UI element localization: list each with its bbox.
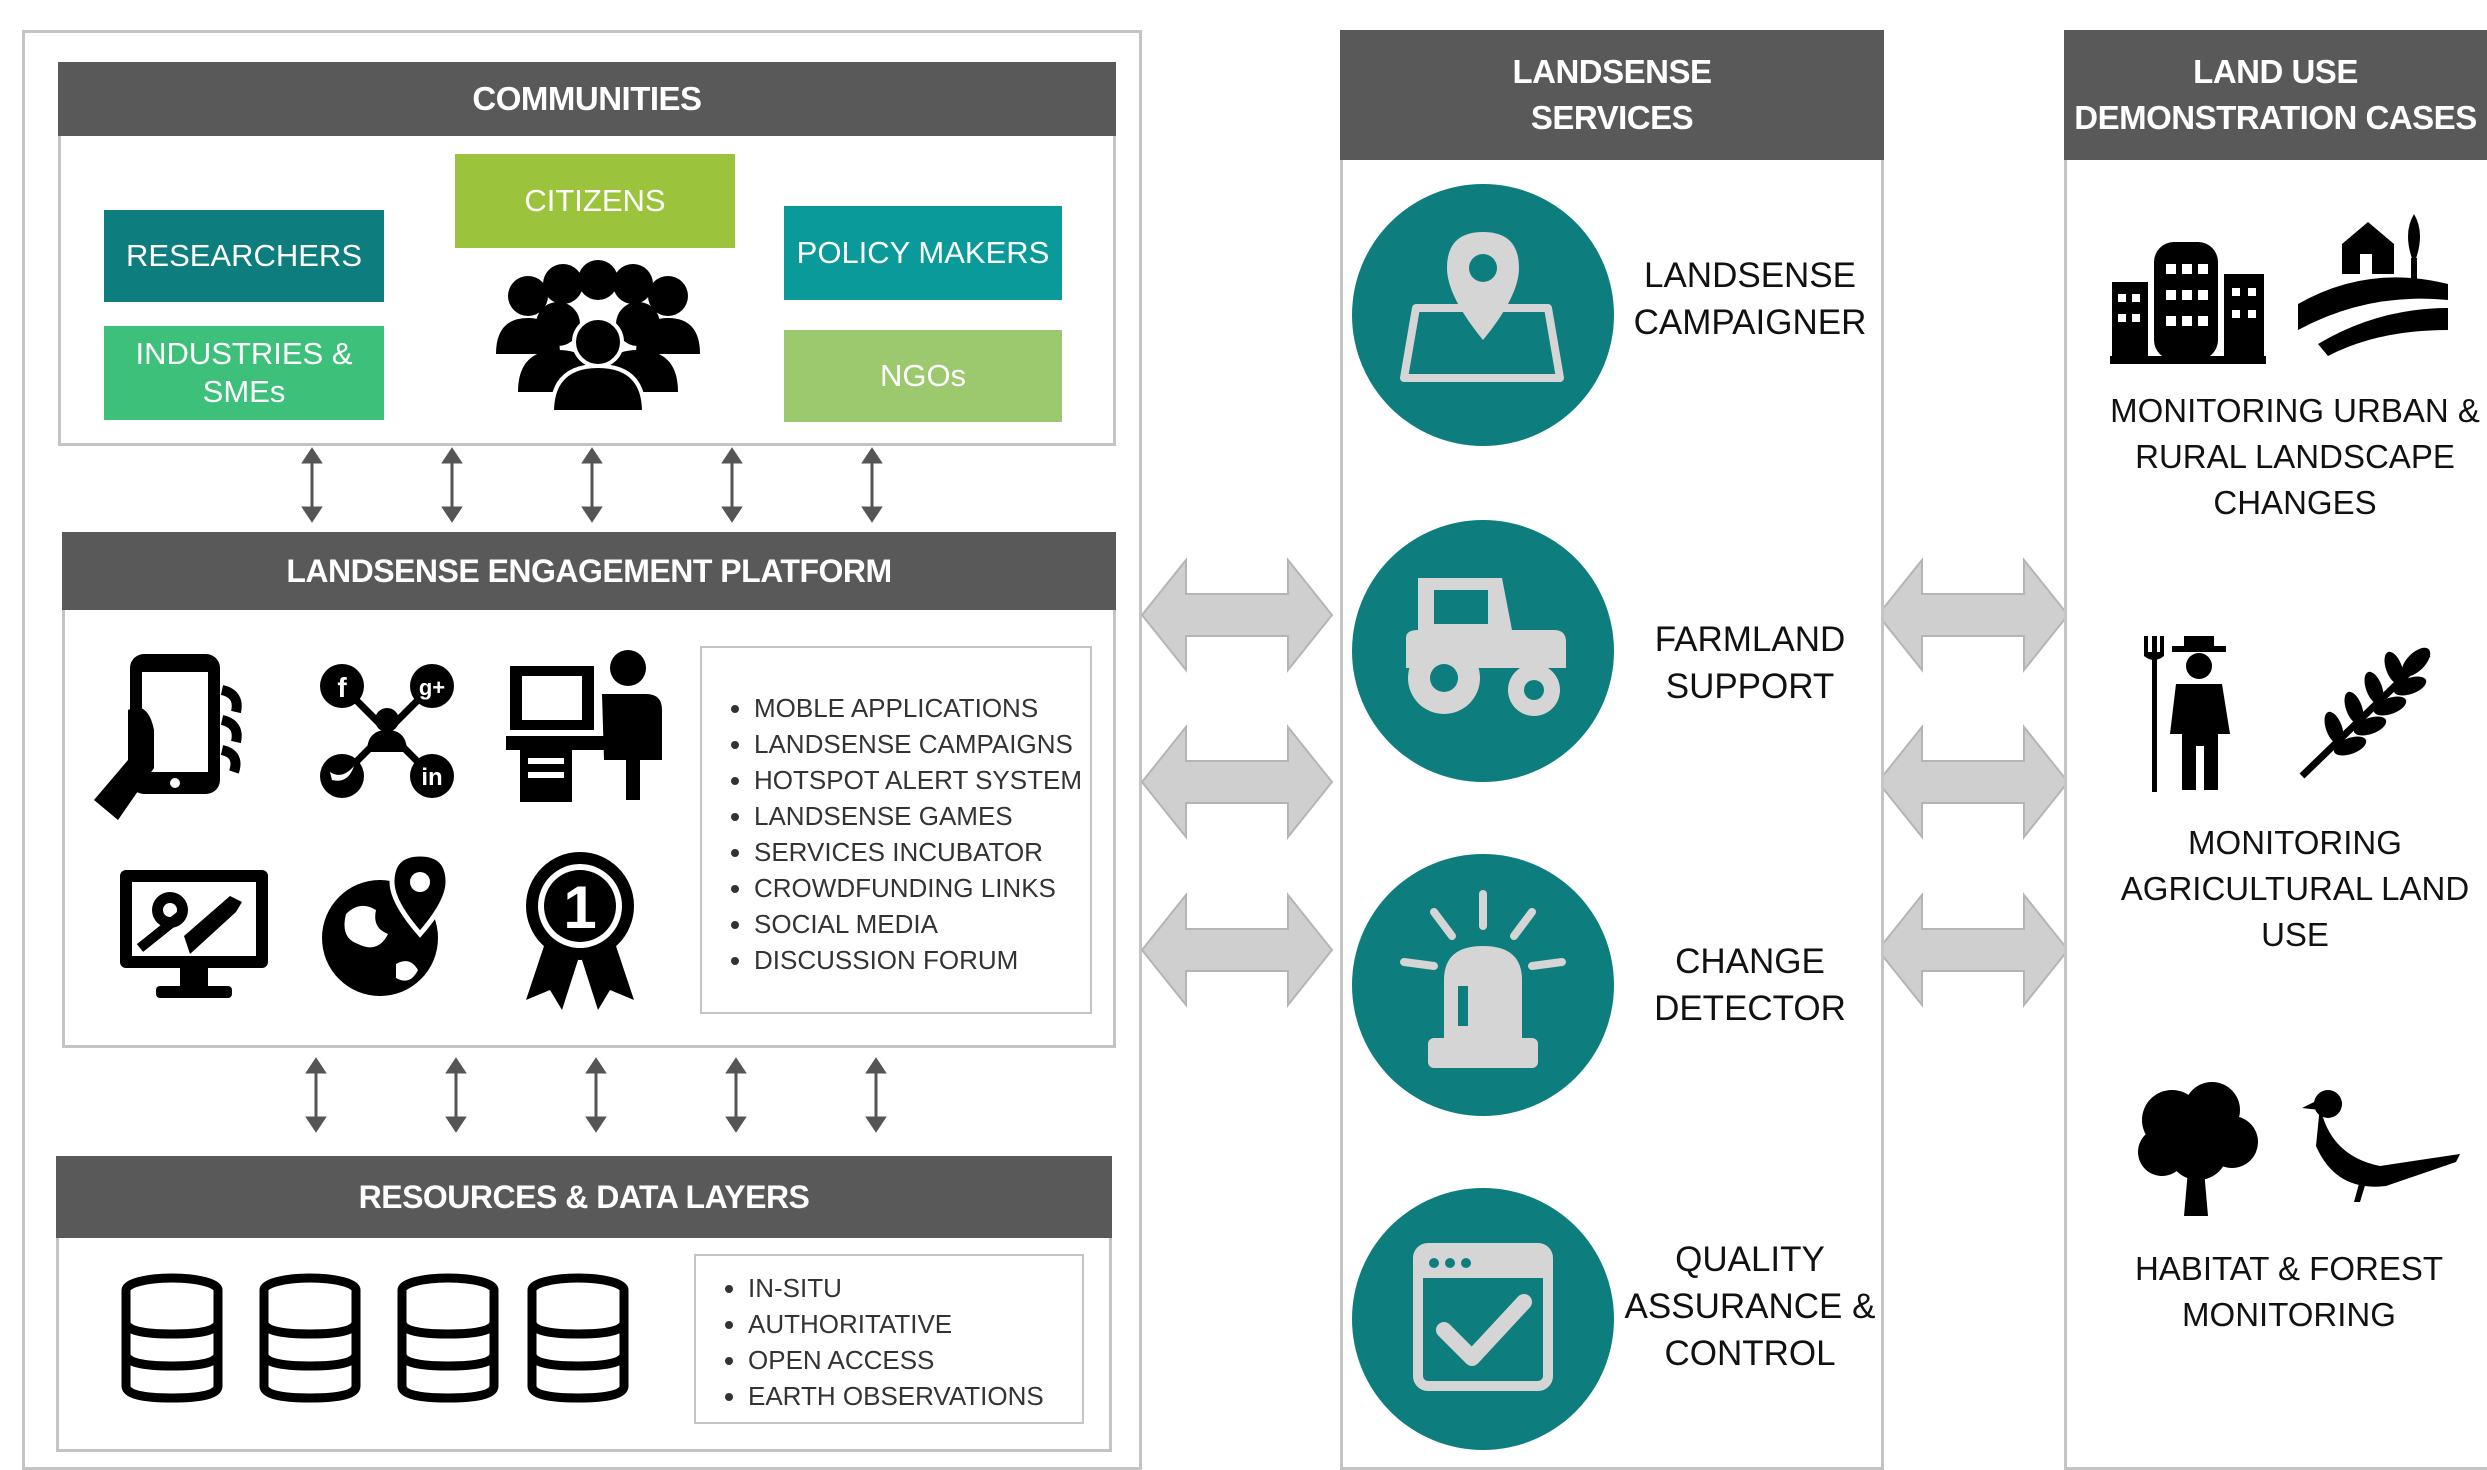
list-item: DISCUSSION FORUM bbox=[754, 942, 1090, 978]
cases-title-line2: DEMONSTRATION CASES bbox=[2074, 99, 2477, 136]
service-label-farmland: FARMLAND SUPPORT bbox=[1610, 616, 1890, 710]
service-label-line: DETECTOR bbox=[1654, 989, 1846, 1028]
rural-house-icon bbox=[2298, 214, 2448, 356]
alarm-light-icon bbox=[1400, 890, 1566, 1068]
vertical-arrows-bottom bbox=[305, 1057, 887, 1133]
tractor-icon bbox=[1406, 578, 1566, 716]
list-item: SOCIAL MEDIA bbox=[754, 906, 1090, 942]
case-label-habitat: HABITAT & FOREST MONITORING bbox=[2084, 1246, 2487, 1338]
citizens-label: CITIZENS bbox=[524, 183, 666, 218]
platform-title: LANDSENSE ENGAGEMENT PLATFORM bbox=[286, 552, 892, 589]
list-item: HOTSPOT ALERT SYSTEM bbox=[754, 762, 1090, 798]
service-label-line: QUALITY bbox=[1675, 1240, 1825, 1279]
database-icon bbox=[397, 1273, 499, 1403]
people-group-icon bbox=[496, 260, 700, 414]
service-label-line: CHANGE bbox=[1675, 942, 1825, 981]
wheat-icon bbox=[2299, 647, 2431, 779]
industries-label-line1: INDUSTRIES & bbox=[135, 336, 353, 371]
svg-text:in: in bbox=[421, 764, 442, 791]
service-label-line: CONTROL bbox=[1664, 1334, 1836, 1373]
map-pin-icon bbox=[1400, 232, 1564, 382]
list-item: EARTH OBSERVATIONS bbox=[748, 1378, 1082, 1414]
case-label-line: MONITORING URBAN & bbox=[2110, 392, 2480, 429]
list-item: IN-SITU bbox=[748, 1270, 1082, 1306]
monitor-tools-icon bbox=[120, 870, 268, 998]
tree-icon bbox=[2138, 1082, 2258, 1216]
case-label-line: CHANGES bbox=[2213, 484, 2377, 521]
list-item: LANDSENSE CAMPAIGNS bbox=[754, 726, 1090, 762]
researchers-label: RESEARCHERS bbox=[126, 238, 362, 273]
case-label-line: AGRICULTURAL LAND USE bbox=[2120, 870, 2470, 953]
list-item: AUTHORITATIVE bbox=[748, 1306, 1082, 1342]
services-header: LANDSENSE SERVICES bbox=[1340, 30, 1884, 160]
case-label-agricultural: MONITORING AGRICULTURAL LAND USE bbox=[2090, 820, 2487, 958]
services-title-line1: LANDSENSE bbox=[1512, 53, 1712, 90]
service-label-campaigner: LANDSENSE CAMPAIGNER bbox=[1610, 252, 1890, 346]
database-icon bbox=[121, 1273, 223, 1403]
service-label-line: CAMPAIGNER bbox=[1633, 303, 1867, 342]
double-arrows-right bbox=[1876, 557, 2070, 1008]
list-item: LANDSENSE GAMES bbox=[754, 798, 1090, 834]
svg-text:f: f bbox=[337, 672, 347, 703]
resources-header: RESOURCES & DATA LAYERS bbox=[56, 1156, 1112, 1238]
social-network-icon: f g+ in bbox=[320, 664, 454, 798]
checkbox-window-icon bbox=[1413, 1243, 1553, 1391]
bird-icon bbox=[2302, 1090, 2460, 1202]
svg-text:1: 1 bbox=[563, 874, 596, 941]
cases-header: LAND USE DEMONSTRATION CASES bbox=[2064, 30, 2487, 160]
communities-title: COMMUNITIES bbox=[472, 80, 702, 117]
database-icon bbox=[527, 1273, 629, 1403]
citizens-tile: CITIZENS bbox=[455, 154, 735, 248]
platform-header: LANDSENSE ENGAGEMENT PLATFORM bbox=[62, 532, 1116, 610]
communities-header: COMMUNITIES bbox=[58, 62, 1116, 136]
service-label-line: FARMLAND bbox=[1654, 620, 1846, 659]
double-arrows-left bbox=[1140, 557, 1334, 1008]
desktop-user-icon bbox=[506, 650, 662, 802]
database-icon bbox=[259, 1273, 361, 1403]
case-label-line: MONITORING bbox=[2182, 1296, 2396, 1333]
ngos-tile: NGOs bbox=[784, 330, 1062, 422]
cases-title-line1: LAND USE bbox=[2193, 53, 2358, 90]
case-label-line: RURAL LANDSCAPE bbox=[2135, 438, 2455, 475]
list-item: MOBLE APPLICATIONS bbox=[754, 690, 1090, 726]
industries-tile: INDUSTRIES & SMEs bbox=[104, 326, 384, 420]
list-item: OPEN ACCESS bbox=[748, 1342, 1082, 1378]
service-label-line: LANDSENSE bbox=[1643, 256, 1857, 295]
platform-features-list: MOBLE APPLICATIONS LANDSENSE CAMPAIGNS H… bbox=[700, 646, 1092, 1014]
policy-makers-label: POLICY MAKERS bbox=[796, 235, 1050, 270]
service-label-change-detector: CHANGE DETECTOR bbox=[1610, 938, 1890, 1032]
svg-text:g+: g+ bbox=[419, 675, 445, 700]
service-label-line: ASSURANCE & bbox=[1624, 1287, 1876, 1326]
case-label-line: MONITORING bbox=[2188, 824, 2402, 861]
city-buildings-icon bbox=[2110, 242, 2266, 364]
service-label-line: SUPPORT bbox=[1665, 667, 1835, 706]
globe-pin-icon bbox=[322, 851, 451, 996]
resources-list: IN-SITU AUTHORITATIVE OPEN ACCESS EARTH … bbox=[694, 1254, 1084, 1424]
resources-title: RESOURCES & DATA LAYERS bbox=[358, 1178, 810, 1215]
researchers-tile: RESEARCHERS bbox=[104, 210, 384, 302]
case-label-line: HABITAT & FOREST bbox=[2134, 1250, 2444, 1287]
case-label-urban-rural: MONITORING URBAN & RURAL LANDSCAPE CHANG… bbox=[2090, 388, 2487, 526]
ngos-label: NGOs bbox=[879, 358, 967, 393]
mobile-hand-icon bbox=[94, 654, 242, 820]
policy-makers-tile: POLICY MAKERS bbox=[784, 206, 1062, 300]
list-item: SERVICES INCUBATOR bbox=[754, 834, 1090, 870]
list-item: CROWDFUNDING LINKS bbox=[754, 870, 1090, 906]
services-title-line2: SERVICES bbox=[1530, 99, 1694, 136]
industries-label-line2: SMEs bbox=[202, 374, 286, 409]
database-icons bbox=[121, 1273, 629, 1403]
vertical-arrows-top bbox=[301, 447, 883, 523]
service-label-quality: QUALITY ASSURANCE & CONTROL bbox=[1610, 1236, 1890, 1377]
quality-circle bbox=[1352, 1188, 1614, 1450]
award-ribbon-icon: 1 bbox=[526, 852, 634, 1010]
farmer-icon bbox=[2144, 636, 2230, 792]
